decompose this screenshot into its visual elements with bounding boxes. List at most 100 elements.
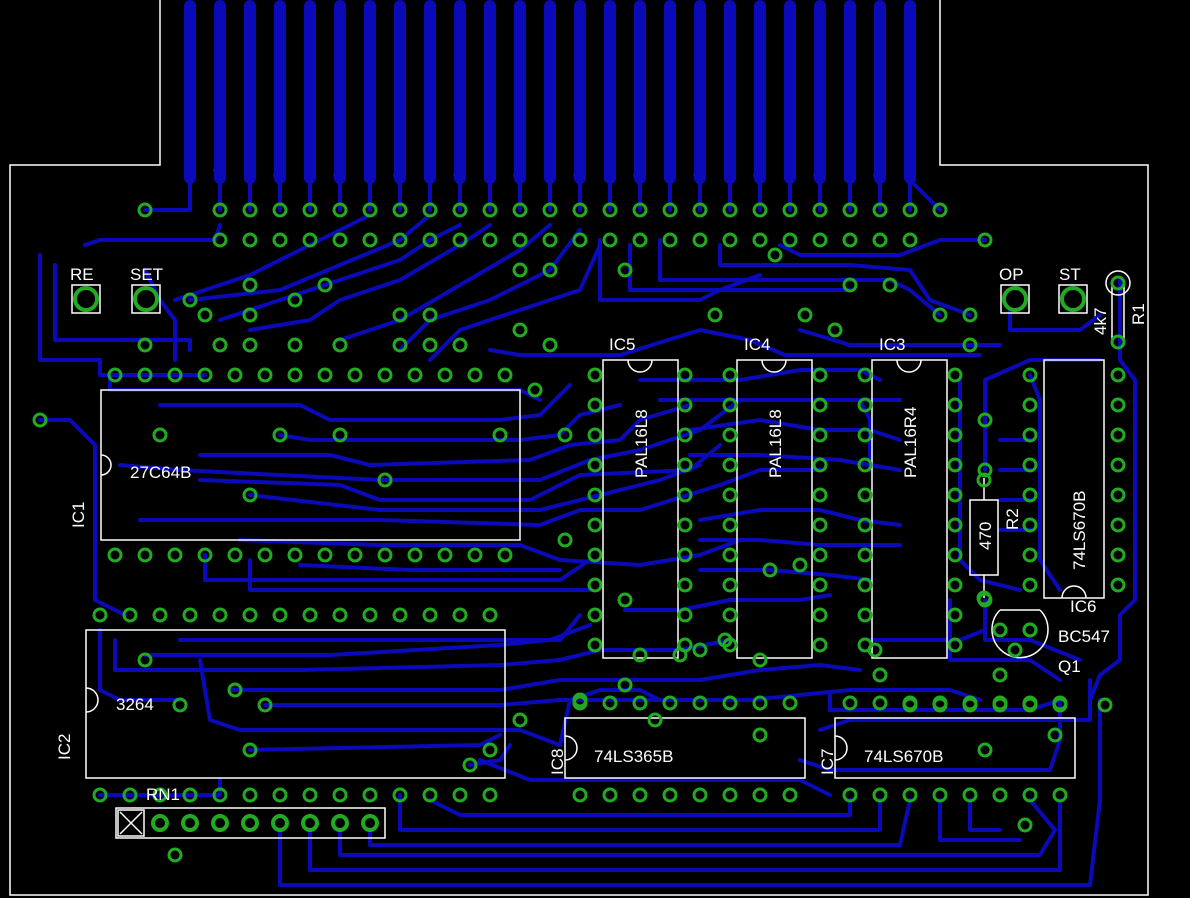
label-q1-part: BC547 bbox=[1058, 627, 1110, 646]
via-pad bbox=[857, 577, 873, 593]
via-pad bbox=[392, 307, 408, 323]
via-pad bbox=[812, 202, 828, 218]
via-pad bbox=[587, 487, 603, 503]
via-pad bbox=[672, 647, 688, 663]
via-pad bbox=[212, 202, 228, 218]
via-pad bbox=[902, 787, 918, 803]
via-pad bbox=[632, 647, 648, 663]
via-pad bbox=[902, 697, 918, 713]
via-pad bbox=[197, 307, 213, 323]
via-pad bbox=[392, 337, 408, 353]
via-pad bbox=[947, 427, 963, 443]
via-pad bbox=[632, 202, 648, 218]
via-pad bbox=[872, 202, 888, 218]
via-pad bbox=[962, 307, 978, 323]
via-pad bbox=[272, 787, 288, 803]
rn1-pin bbox=[271, 814, 289, 832]
via-pad bbox=[242, 202, 258, 218]
via-pad bbox=[287, 547, 303, 563]
via-pad bbox=[377, 472, 393, 488]
via-pad bbox=[1110, 275, 1126, 291]
ic8-footprint bbox=[564, 717, 806, 779]
via-pad bbox=[242, 232, 258, 248]
via-pad bbox=[332, 607, 348, 623]
via-pad bbox=[512, 712, 528, 728]
via-pad bbox=[842, 695, 858, 711]
via-pad bbox=[976, 590, 992, 606]
via-pad bbox=[677, 457, 693, 473]
via-pad bbox=[602, 787, 618, 803]
via-pad bbox=[872, 667, 888, 683]
via-pad bbox=[722, 607, 738, 623]
via-pad bbox=[572, 232, 588, 248]
label-ic7-part: 74LS670B bbox=[864, 747, 943, 766]
via-pad bbox=[812, 457, 828, 473]
via-pad bbox=[722, 787, 738, 803]
via-pad bbox=[1110, 334, 1126, 350]
via-pad bbox=[1007, 642, 1023, 658]
test-pad-op bbox=[1000, 284, 1030, 314]
test-pad-set bbox=[131, 284, 161, 314]
via-pad bbox=[1022, 367, 1038, 383]
via-pad bbox=[692, 695, 708, 711]
via-pad bbox=[137, 202, 153, 218]
via-pad bbox=[872, 695, 888, 711]
rn1-pin bbox=[241, 814, 259, 832]
via-pad bbox=[962, 697, 978, 713]
via-pad bbox=[242, 277, 258, 293]
via-pad bbox=[347, 547, 363, 563]
rn1-pin bbox=[301, 814, 319, 832]
via-pad bbox=[812, 397, 828, 413]
via-pad bbox=[302, 202, 318, 218]
via-pad bbox=[347, 367, 363, 383]
rn1-pin bbox=[211, 814, 229, 832]
via-pad bbox=[572, 787, 588, 803]
via-pad bbox=[452, 607, 468, 623]
via-pad bbox=[1110, 397, 1126, 413]
via-pad bbox=[827, 322, 843, 338]
via-pad bbox=[482, 742, 498, 758]
via-pad bbox=[752, 232, 768, 248]
via-pad bbox=[242, 787, 258, 803]
via-pad bbox=[752, 695, 768, 711]
via-pad bbox=[587, 397, 603, 413]
via-pad bbox=[1110, 367, 1126, 383]
via-pad bbox=[422, 202, 438, 218]
via-pad bbox=[602, 695, 618, 711]
via-pad bbox=[872, 232, 888, 248]
via-pad bbox=[872, 787, 888, 803]
via-pad bbox=[1110, 427, 1126, 443]
via-pad bbox=[717, 632, 733, 648]
via-pad bbox=[462, 757, 478, 773]
via-pad bbox=[782, 695, 798, 711]
via-pad bbox=[1047, 727, 1063, 743]
via-pad bbox=[722, 547, 738, 563]
via-pad bbox=[542, 262, 558, 278]
via-pad bbox=[1110, 547, 1126, 563]
via-pad bbox=[242, 337, 258, 353]
via-pad bbox=[1022, 457, 1038, 473]
rn1-pin bbox=[181, 814, 199, 832]
via-pad bbox=[992, 622, 1008, 638]
via-pad bbox=[617, 592, 633, 608]
via-pad bbox=[902, 232, 918, 248]
via-pad bbox=[1017, 817, 1033, 833]
via-pad bbox=[482, 202, 498, 218]
label-ic4-part: PAL16L8 bbox=[766, 409, 785, 478]
via-pad bbox=[377, 547, 393, 563]
via-pad bbox=[137, 367, 153, 383]
via-pad bbox=[302, 787, 318, 803]
via-pad bbox=[722, 367, 738, 383]
via-pad bbox=[1022, 487, 1038, 503]
via-pad bbox=[212, 232, 228, 248]
via-pad bbox=[977, 462, 993, 478]
ic4-footprint bbox=[736, 359, 813, 659]
via-pad bbox=[692, 787, 708, 803]
via-pad bbox=[722, 517, 738, 533]
via-pad bbox=[272, 232, 288, 248]
via-pad bbox=[677, 397, 693, 413]
via-pad bbox=[722, 202, 738, 218]
via-pad bbox=[542, 202, 558, 218]
via-pad bbox=[587, 547, 603, 563]
via-pad bbox=[32, 412, 48, 428]
